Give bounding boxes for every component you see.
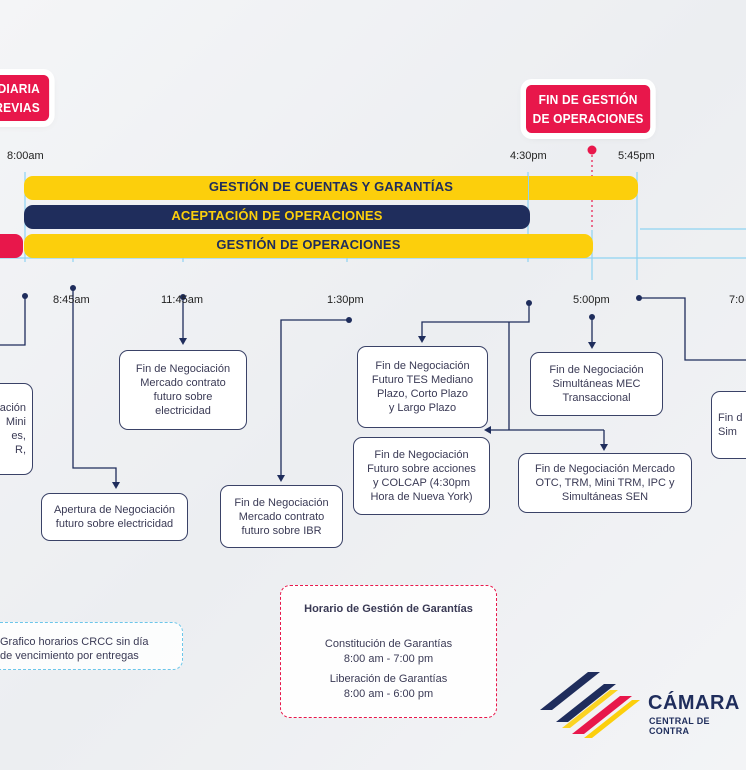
time-8am: 8:00am xyxy=(7,150,44,162)
time-430pm: 4:30pm xyxy=(510,150,547,162)
badge-right-line2: DE OPERACIONES xyxy=(532,111,644,126)
bar-aceptacion-label: ACEPTACIÓN DE OPERACIONES xyxy=(171,208,383,223)
bar-gestion-label: GESTIÓN DE OPERACIONES xyxy=(216,237,401,252)
box-apertura-electricidad: Apertura de Negociación futuro sobre ele… xyxy=(41,493,188,541)
badge-right-line1: FIN DE GESTIÓN xyxy=(538,92,638,107)
logo-name: CÁMARA xyxy=(648,692,740,714)
bar-cuentas-label: GESTIÓN DE CUENTAS Y GARANTÍAS xyxy=(208,179,454,194)
box-fin-tes: Fin de Negociación Futuro TES Mediano Pl… xyxy=(357,346,488,428)
box-fin-otc: Fin de Negociación Mercado OTC, TRM, Min… xyxy=(518,453,692,513)
box-fin-electricidad: Fin de Negociación Mercado contrato futu… xyxy=(119,350,247,430)
bar-aceptacion-operaciones: ACEPTACIÓN DE OPERACIONES xyxy=(24,205,530,229)
badge-left-line1: DIARIA xyxy=(0,81,40,96)
time-845am: 8:45am xyxy=(53,294,90,306)
time-130pm: 1:30pm xyxy=(327,294,364,306)
box-right-partial: Fin d Sim xyxy=(711,391,746,459)
liberacion-hours: 8:00 am - 6:00 pm xyxy=(343,688,434,700)
box-left-partial: ación Mini es, R, xyxy=(0,383,33,475)
legend-line2: de vencimiento por entregas xyxy=(0,650,139,662)
legend-line1: Grafico horarios CRCC sin día xyxy=(0,636,149,648)
legend-box xyxy=(0,622,183,670)
box-fin-acciones: Fin de Negociación Futuro sobre acciones… xyxy=(353,437,490,515)
time-545pm: 5:45pm xyxy=(618,150,655,162)
time-7pm: 7:0 xyxy=(729,294,745,306)
badge-left-line2: PREVIAS xyxy=(0,100,40,115)
bar-red-left xyxy=(0,234,23,258)
camara-logo-icon xyxy=(540,672,640,738)
box-fin-ibr: Fin de Negociación Mercado contrato futu… xyxy=(220,485,343,548)
box-fin-mec: Fin de Negociación Simultáneas MEC Trans… xyxy=(530,352,663,416)
bar-divider xyxy=(528,176,529,200)
constitucion-label: Constitución de Garantías xyxy=(324,638,453,650)
time-500pm: 5:00pm xyxy=(573,294,610,306)
garantias-box xyxy=(280,585,497,718)
time-1145am: 11:45am xyxy=(161,294,203,306)
constitucion-hours: 8:00 am - 7:00 pm xyxy=(343,653,434,665)
bar-gestion-cuentas-garantias: GESTIÓN DE CUENTAS Y GARANTÍAS xyxy=(24,176,638,200)
badge-fin-gestion: FIN DE GESTIÓN DE OPERACIONES xyxy=(526,85,651,133)
garantias-title: Horario de Gestión de Garantías xyxy=(304,603,473,615)
badge-diaria-previas: DIARIA PREVIAS xyxy=(0,75,50,121)
liberacion-label: Liberación de Garantías xyxy=(329,673,448,685)
bar-gestion-operaciones: GESTIÓN DE OPERACIONES xyxy=(24,234,593,258)
logo-subtitle: CENTRAL DE CONTRA xyxy=(649,716,710,736)
